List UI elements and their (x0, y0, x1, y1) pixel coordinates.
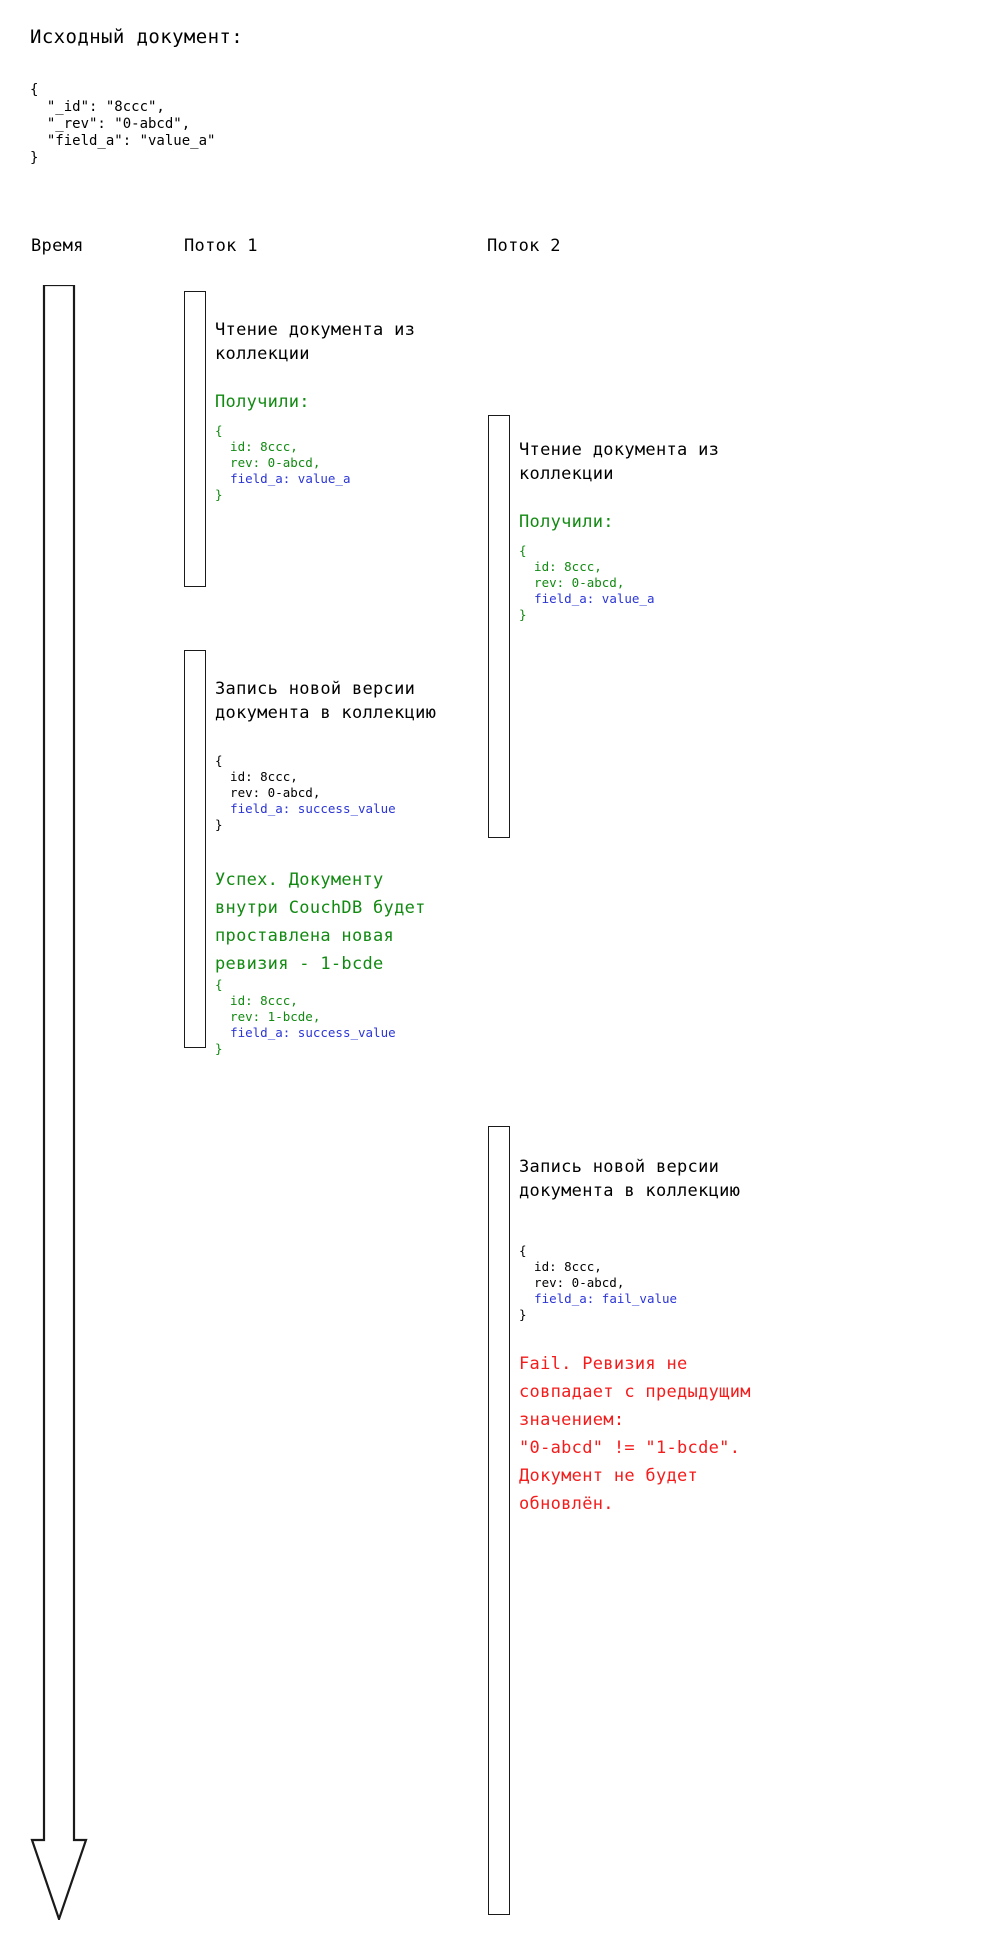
json-pre: { id: 8ccc, rev: 1-bcde, (215, 977, 321, 1024)
thread1-write-outcome: Успех. Документу внутри CouchDB будет пр… (215, 870, 426, 974)
thread2-write-title: Запись новой версии документа в коллекци… (519, 1157, 741, 1201)
column-header-thread-2: Поток 2 (487, 236, 561, 256)
time-arrow-icon (30, 285, 88, 1920)
thread2-write-outcome: Fail. Ревизия не совпадает с предыдущим … (519, 1354, 751, 1514)
json-post: } (519, 607, 527, 622)
json-highlight: field_a: value_a (230, 471, 351, 486)
json-post: } (215, 487, 223, 502)
thread2-read-title: Чтение документа из коллекции (519, 440, 720, 484)
json-post: } (215, 1041, 223, 1056)
source-document-title: Исходный документ: (30, 26, 244, 48)
thread1-write-json: { id: 8ccc, rev: 0-abcd, field_a: succes… (215, 753, 396, 833)
thread1-read-result-json: { id: 8ccc, rev: 0-abcd, field_a: value_… (215, 423, 350, 503)
json-highlight: field_a: value_a (534, 591, 655, 606)
json-highlight: field_a: success_value (230, 801, 396, 816)
json-pre: { id: 8ccc, rev: 0-abcd, (215, 423, 321, 470)
json-pre: { id: 8ccc, rev: 0-abcd, (519, 1243, 625, 1290)
json-pre: { id: 8ccc, rev: 0-abcd, (215, 753, 321, 800)
thread2-write-json: { id: 8ccc, rev: 0-abcd, field_a: fail_v… (519, 1243, 677, 1323)
thread2-activation-read (488, 415, 510, 838)
json-pre: { id: 8ccc, rev: 0-abcd, (519, 543, 625, 590)
json-post: } (519, 1307, 527, 1322)
thread1-read-title: Чтение документа из коллекции (215, 320, 416, 364)
thread1-write-outcome-json: { id: 8ccc, rev: 1-bcde, field_a: succes… (215, 977, 396, 1057)
thread1-activation-read (184, 291, 206, 587)
source-document-json: { "_id": "8ccc", "_rev": "0-abcd", "fiel… (30, 82, 216, 166)
column-header-thread-1: Поток 1 (184, 236, 258, 256)
thread2-read-result-json: { id: 8ccc, rev: 0-abcd, field_a: value_… (519, 543, 654, 623)
thread1-write-title: Запись новой версии документа в коллекци… (215, 679, 437, 723)
json-post: } (215, 817, 223, 832)
column-header-time: Время (31, 236, 84, 256)
thread1-activation-write (184, 650, 206, 1048)
thread2-activation-write (488, 1126, 510, 1915)
json-highlight: field_a: success_value (230, 1025, 396, 1040)
json-highlight: field_a: fail_value (534, 1291, 678, 1306)
thread1-read-result-label: Получили: (215, 392, 310, 412)
thread2-read-result-label: Получили: (519, 512, 614, 532)
